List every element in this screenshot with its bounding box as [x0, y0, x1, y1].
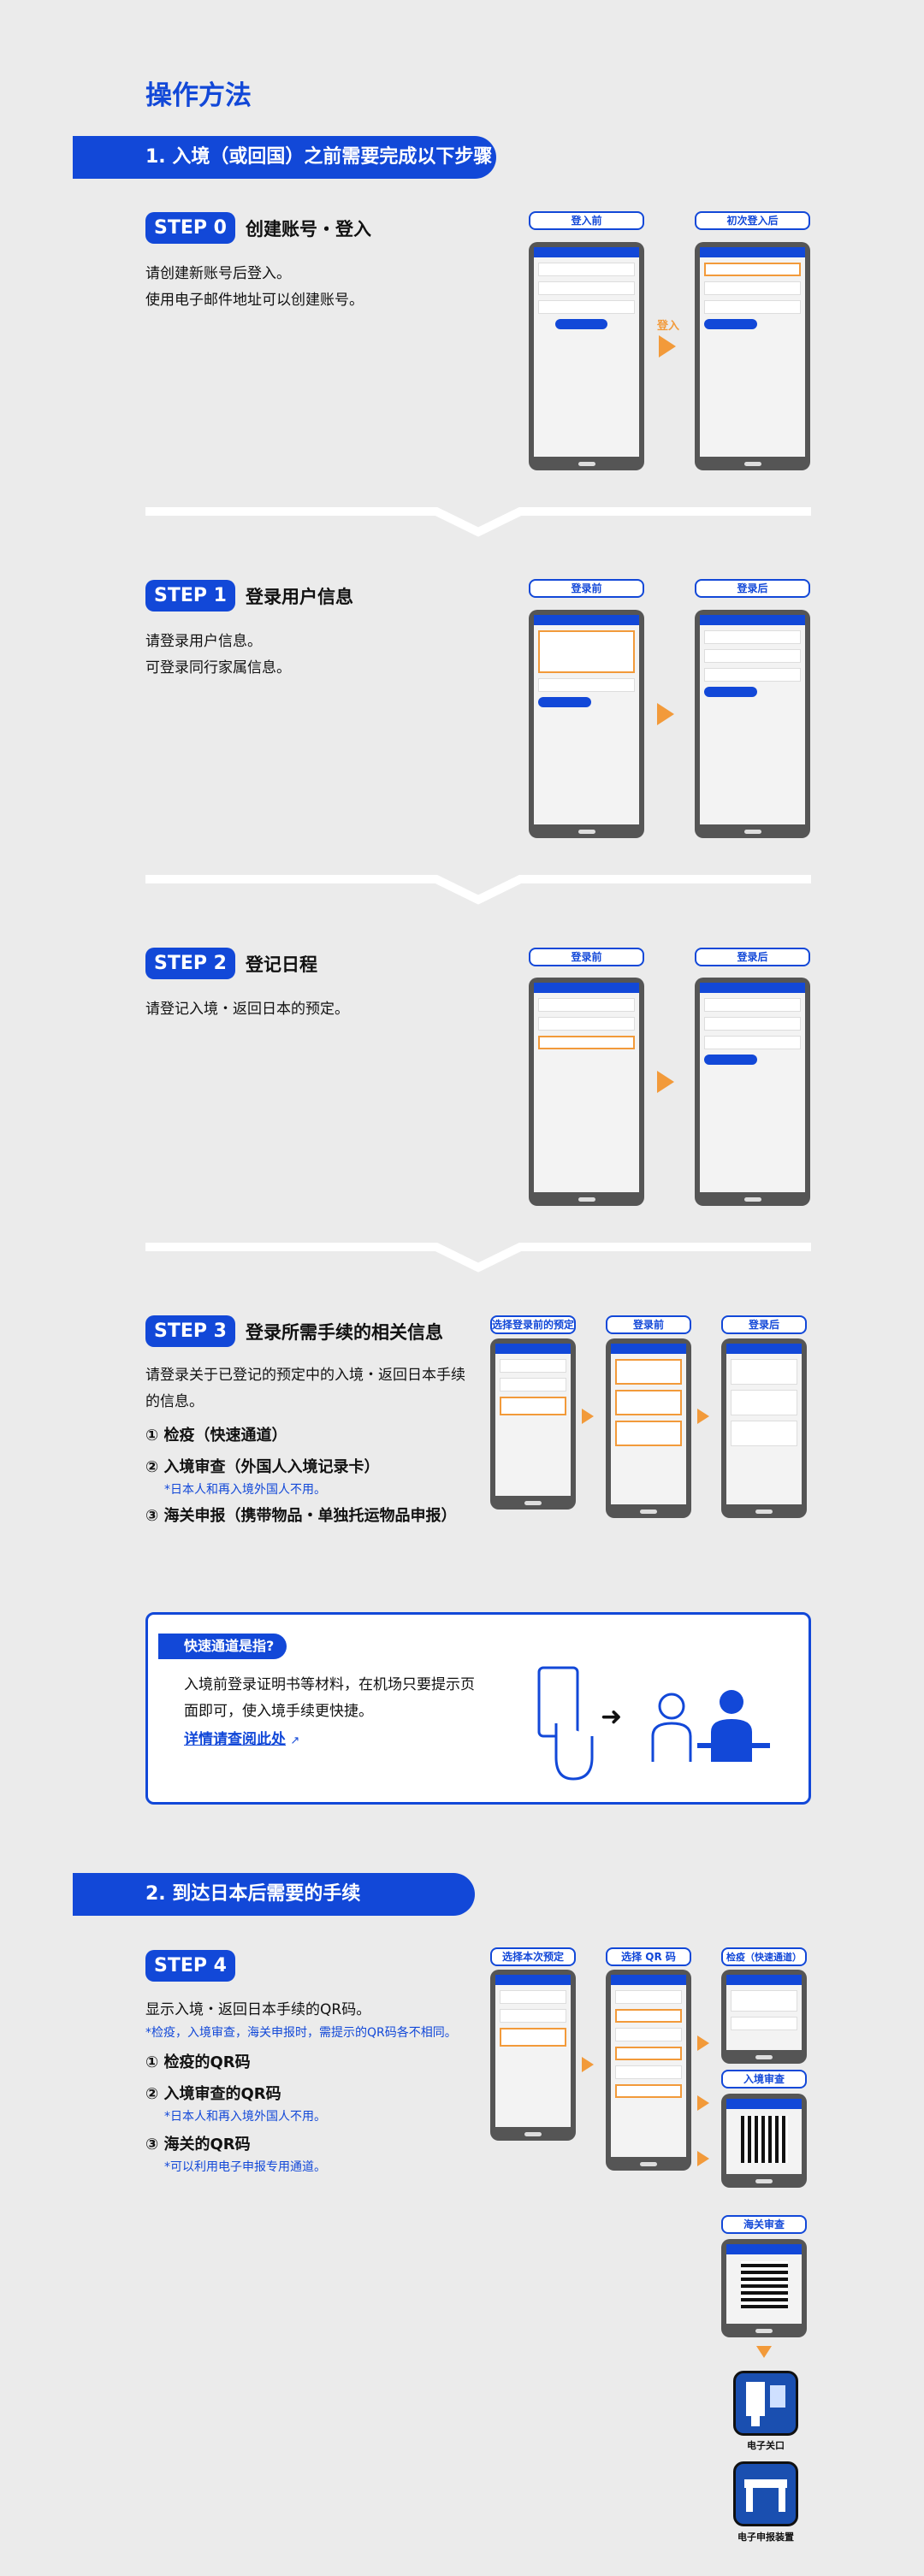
- fasttrack-label: 快速通道是指?: [158, 1634, 287, 1659]
- step1-heading: STEP 1 登录用户信息: [145, 580, 353, 612]
- phone-mockup: [721, 2239, 807, 2337]
- step-title: 登录用户信息: [245, 586, 353, 607]
- step-badge: STEP 1: [145, 580, 235, 612]
- step-badge: STEP 2: [145, 948, 235, 979]
- step0-text2: 使用电子邮件地址可以创建账号。: [145, 292, 364, 309]
- step3-heading: STEP 3 登录所需手续的相关信息: [145, 1315, 443, 1347]
- fasttrack-text: 入境前登录证明书等材料，在机场只要提示页面即可，使入境手续更快捷。: [184, 1676, 475, 1720]
- step4-note: *检疫，入境审查，海关申报时，需提示的QR码各不相同。: [145, 2026, 457, 2040]
- step-badge: STEP 0: [145, 212, 235, 244]
- step2-heading: STEP 2 登记日程: [145, 948, 317, 979]
- arrow-right-icon: [582, 1409, 594, 1424]
- fasttrack-link[interactable]: 详情请查阅此处: [184, 1731, 286, 1748]
- phone-mockup: [695, 610, 810, 838]
- arrow-right-icon: [697, 1409, 709, 1424]
- phone-mockup: [490, 1338, 576, 1510]
- arrow-right-icon: [697, 2151, 709, 2166]
- arrow-right-icon: [659, 335, 676, 357]
- step4-item1: ① 检疫的QR码: [145, 2053, 251, 2071]
- step4-heading: STEP 4: [145, 1950, 246, 1982]
- step3-label-after: 登录后: [721, 1315, 807, 1334]
- kiosk2-label: 电子申报装置: [737, 2532, 794, 2543]
- step4-item3: ③ 海关的QR码: [145, 2136, 251, 2154]
- step4-label-select: 选择本次预定: [490, 1947, 576, 1966]
- login-arrow-label: 登入: [657, 320, 680, 333]
- phone-mockup: [721, 2094, 807, 2188]
- step4-note2: *日本人和再入境外国人不用。: [164, 2110, 326, 2124]
- step4-label-customs: 海关审查: [721, 2215, 807, 2234]
- arrow-right-icon: [697, 2035, 709, 2051]
- kiosk1-label: 电子关口: [747, 2440, 785, 2451]
- step3-item2: ② 入境审查（外国人入境记录卡）: [145, 1458, 380, 1476]
- step-title: 登记日程: [245, 954, 317, 975]
- phone-mockup: [606, 1338, 691, 1518]
- arrow-right-icon: [582, 2057, 594, 2072]
- page-title: 操作方法: [145, 80, 252, 111]
- qr-code-icon: [740, 2116, 788, 2163]
- step3-note2: *日本人和再入境外国人不用。: [164, 1483, 326, 1497]
- step4-label-immigration: 入境审查: [721, 2070, 807, 2089]
- step3-text: 请登录关于已登记的预定中的入境・返回日本手续的信息。: [145, 1367, 465, 1410]
- step-title: 登录所需手续的相关信息: [245, 1321, 443, 1343]
- phone-mockup: [721, 1970, 807, 2064]
- step-badge: STEP 4: [145, 1950, 235, 1982]
- arrow-right-icon: [657, 703, 674, 725]
- step3-label-select: 选择登录前的预定: [490, 1315, 576, 1334]
- customs-kiosk-icon: [733, 2461, 798, 2526]
- step2-label-after: 登录后: [695, 948, 810, 966]
- step-title: 创建账号・登入: [245, 218, 371, 239]
- step0-label-before: 登入前: [529, 211, 644, 230]
- phone-mockup: [695, 242, 810, 470]
- section-divider: [145, 507, 811, 537]
- section2-header: 2. 到达日本后需要的手续: [73, 1873, 475, 1916]
- external-link-icon: ↗: [290, 1734, 300, 1747]
- phone-mockup: [606, 1970, 691, 2171]
- step4-label-qr: 选择 QR 码: [606, 1947, 691, 1966]
- phone-mockup: [529, 242, 644, 470]
- arrow-right-icon: ➜: [601, 1702, 623, 1732]
- step-badge: STEP 3: [145, 1315, 235, 1347]
- phone-mockup: [721, 1338, 807, 1518]
- step4-note3: *可以利用电子申报专用通道。: [164, 2160, 326, 2174]
- step0-text1: 请创建新账号后登入。: [145, 265, 291, 282]
- section-divider: [145, 875, 811, 905]
- arrow-right-icon: [657, 1071, 674, 1093]
- phone-mockup: [490, 1970, 576, 2141]
- step4-item2: ② 入境审查的QR码: [145, 2085, 281, 2103]
- step4-text: 显示入境・返回日本手续的QR码。: [145, 2001, 371, 2018]
- arrow-down-icon: [756, 2346, 772, 2358]
- step2-text1: 请登记入境・返回日本的预定。: [145, 1001, 349, 1018]
- phone-mockup: [529, 978, 644, 1206]
- step1-text1: 请登录用户信息。: [145, 633, 262, 650]
- step3-label-before: 登录前: [606, 1315, 691, 1334]
- arrow-right-icon: [697, 2095, 709, 2111]
- section-divider: [145, 1243, 811, 1273]
- phone-mockup: [695, 978, 810, 1206]
- step0-label-after: 初次登入后: [695, 211, 810, 230]
- immigration-officer-icon: [651, 1690, 770, 1762]
- phone-hand-icon: [537, 1666, 594, 1781]
- step3-item3: ③ 海关申报（携带物品・单独托运物品申报）: [145, 1507, 457, 1525]
- qr-code-icon: [740, 2261, 788, 2308]
- step2-label-before: 登录前: [529, 948, 644, 966]
- egate-kiosk-icon: [733, 2371, 798, 2436]
- step0-heading: STEP 0 创建账号・登入: [145, 212, 371, 244]
- step3-item1: ① 检疫（快速通道）: [145, 1427, 287, 1445]
- step1-text2: 可登录同行家属信息。: [145, 659, 291, 676]
- step1-label-after: 登录后: [695, 579, 810, 598]
- phone-mockup: [529, 610, 644, 838]
- step1-label-before: 登录前: [529, 579, 644, 598]
- section1-header: 1. 入境（或回国）之前需要完成以下步骤: [73, 136, 496, 179]
- step4-label-quarantine: 检疫（快速通道）: [721, 1947, 807, 1966]
